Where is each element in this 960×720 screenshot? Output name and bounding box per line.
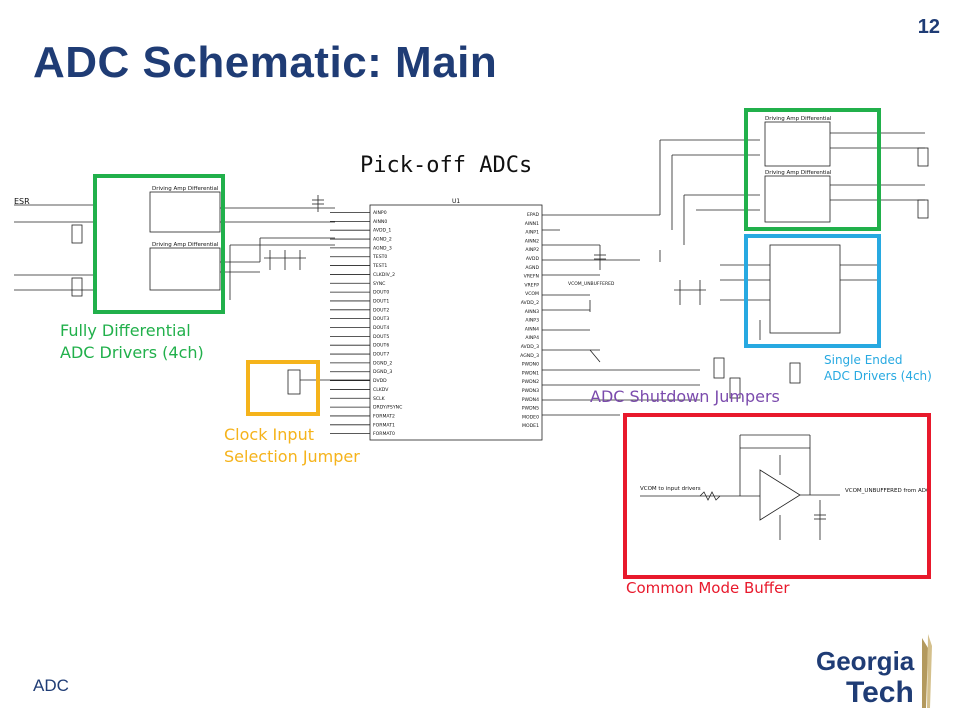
vcom-unbuffered-label: VCOM_UNBUFFERED — [568, 281, 615, 287]
shutdown-label: ADC Shutdown Jumpers — [590, 387, 780, 406]
chip-pin-label: PWDN4 — [522, 397, 539, 403]
common-mode-highlight-box — [623, 413, 931, 579]
chip-pin-label: SYNC — [373, 281, 385, 287]
chip-pin-label: AVDD — [526, 256, 540, 262]
clock-jumper-label: Clock Input Selection Jumper — [224, 425, 360, 466]
top-right-amp-highlight-box — [744, 108, 881, 231]
esr-label: ESR — [14, 197, 30, 206]
chip-pin-label: PWDN1 — [522, 370, 539, 376]
chip-pin-label: DOUT5 — [373, 334, 389, 340]
chip-pin-label: VREFP — [524, 282, 539, 288]
chip-pin-label: AINN2 — [525, 238, 539, 244]
amp-block-title: Driving Amp Differential — [765, 116, 832, 122]
chip-pin-label: TEST0 — [372, 254, 387, 260]
chip-pin-label: FORMAT0 — [373, 431, 395, 437]
chip-pin-label: DRDY/FSYNC — [373, 405, 402, 411]
chip-pin-label: AINN4 — [525, 326, 539, 332]
chip-pin-label: DVDD — [373, 378, 387, 384]
svg-text:Tech: Tech — [846, 676, 914, 709]
chip-pin-label: AINP1 — [525, 230, 539, 236]
chip-pin-label: VREFN — [524, 274, 539, 280]
footer-label: ADC — [33, 676, 69, 695]
amp-block-title: Driving Amp Differential — [765, 170, 832, 176]
chip-pin-label: PWDN5 — [522, 406, 539, 412]
chip-pin-label: EPAD — [527, 212, 540, 218]
schematic-heading: Pick-off ADCs — [360, 153, 532, 178]
amp-block-title: Driving Amp Differential — [152, 242, 219, 248]
chip-pin-label: AINP0 — [373, 210, 387, 216]
chip-pin-label: DGND_2 — [373, 360, 392, 366]
chip-pin-label: DGND_3 — [373, 369, 392, 375]
vcom-from-adc-label: VCOM_UNBUFFERED from ADC — [845, 488, 930, 494]
clock-jumper-highlight-box — [246, 360, 320, 416]
chip-pin-label: FORMAT1 — [373, 422, 395, 428]
chip-pin-label: AINP2 — [525, 247, 539, 253]
chip-pin-label: PWDN0 — [522, 362, 539, 368]
georgia-tech-logo: Georgia Tech — [816, 634, 932, 709]
page-number: 12 — [917, 16, 940, 38]
chip-pin-label: VCOM — [525, 291, 539, 297]
chip-pin-label: AVDD_3 — [521, 344, 539, 350]
chip-pin-label: AGND — [525, 265, 539, 271]
single-ended-highlight-box — [744, 234, 881, 348]
chip-pin-label: MODE1 — [522, 423, 539, 429]
chip-pin-label: AVDD_2 — [521, 300, 539, 306]
chip-pin-label: SCLK — [373, 396, 386, 402]
amp-block-title: Driving Amp Differential — [152, 186, 219, 192]
slide-title: ADC Schematic: Main — [33, 38, 498, 87]
chip-pin-label: DOUT7 — [373, 352, 389, 358]
chip-pin-label: PWDN3 — [522, 388, 539, 394]
chip-pin-label: AINN3 — [525, 309, 539, 315]
svg-text:Georgia: Georgia — [816, 646, 915, 676]
chip-pin-label: CLKDIV_2 — [373, 272, 395, 278]
chip-pin-label: MODE0 — [522, 414, 539, 420]
chip-pin-label: DOUT6 — [373, 343, 389, 349]
chip-pin-label: AINP3 — [525, 318, 539, 324]
chip-pin-label: AINP4 — [525, 335, 539, 341]
schematic-diagram: Pick-off ADCs ESR U1 Driving Amp Differe… — [14, 108, 931, 579]
chip-pin-label: CLKDV — [373, 387, 389, 393]
chip-pin-label: AGND_3 — [520, 353, 539, 359]
chip-pin-label: AINN0 — [373, 219, 387, 225]
chip-pin-label: AGND_3 — [373, 245, 392, 251]
vcom-to-drivers-label: VCOM to input drivers — [640, 486, 701, 492]
fully-diff-highlight-box — [93, 174, 225, 314]
chip-pin-label: DOUT4 — [373, 325, 389, 331]
chip-pin-label: DOUT1 — [373, 298, 389, 304]
fully-diff-label: Fully Differential ADC Drivers (4ch) — [60, 321, 204, 362]
chip-pin-label: AINN1 — [525, 221, 539, 227]
chip-pin-label: AGND_2 — [373, 237, 392, 243]
chip-pin-label: AVDD_1 — [373, 228, 391, 234]
common-mode-label: Common Mode Buffer — [626, 579, 790, 597]
chip-pin-label: DOUT3 — [373, 316, 389, 322]
chip-pin-label: TEST1 — [372, 263, 387, 269]
single-ended-label: Single Ended ADC Drivers (4ch) — [824, 353, 932, 384]
chip-pin-label: FORMAT2 — [373, 413, 395, 419]
chip-name: U1 — [452, 198, 460, 205]
chip-pin-label: PWDN2 — [522, 379, 539, 385]
chip-pin-label: DOUT0 — [373, 290, 389, 296]
chip-pin-label: DOUT2 — [373, 307, 389, 313]
